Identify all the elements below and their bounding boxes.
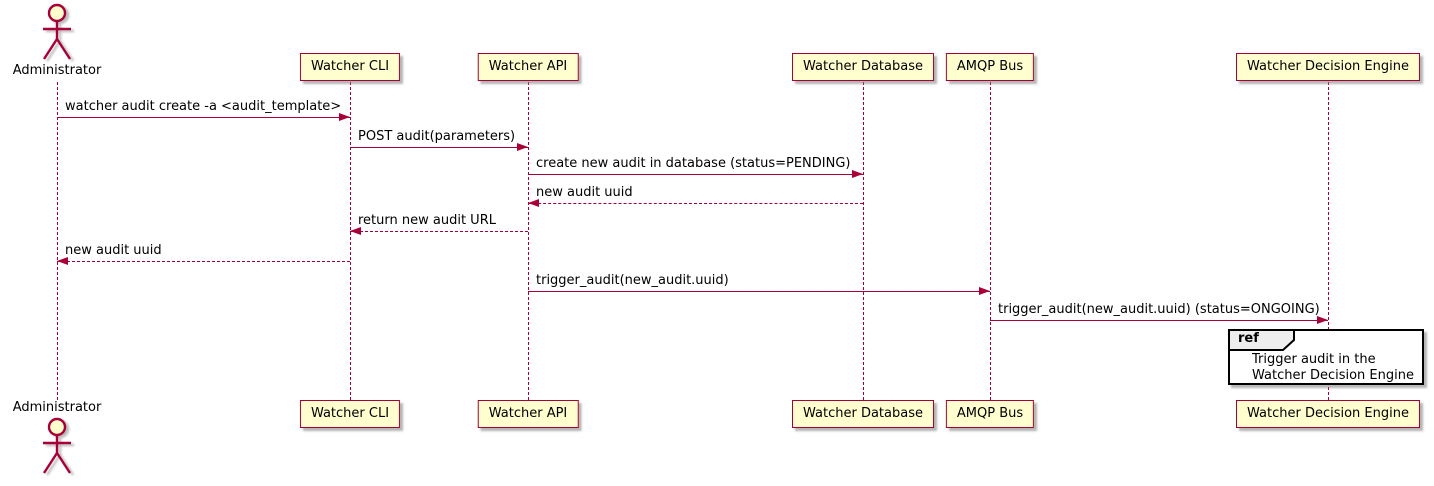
message-line-3 (528, 174, 863, 175)
arrowhead-8 (1317, 316, 1328, 324)
participant-watcher-api-top: Watcher API (477, 53, 579, 81)
participant-amqp-bus-top: AMQP Bus (945, 53, 1035, 81)
participant-watcher-database-bottom: Watcher Database (792, 400, 934, 428)
actor-icon (42, 417, 72, 474)
lifeline-watcher-cli (350, 82, 351, 400)
arrowhead-2 (517, 143, 528, 151)
lifeline-amqp-bus (990, 82, 991, 400)
arrowhead-6 (57, 257, 68, 265)
participant-watcher-database-top: Watcher Database (792, 53, 934, 81)
message-line-2 (350, 147, 528, 148)
actor-icon (42, 3, 72, 60)
participant-amqp-bus-bottom: AMQP Bus (945, 400, 1035, 428)
arrowhead-3 (852, 170, 863, 178)
ref-tab-shape (1228, 329, 1295, 351)
arrowhead-7 (979, 287, 990, 295)
lifeline-administrator (57, 82, 58, 400)
ref-text-line-1: Trigger audit in the (1252, 352, 1376, 367)
message-line-4 (528, 203, 863, 204)
arrowhead-5 (350, 227, 361, 235)
participant-watcher-cli-bottom: Watcher CLI (299, 400, 401, 428)
arrowhead-4 (528, 199, 539, 207)
message-line-7 (528, 291, 990, 292)
message-label-8: trigger_audit(new_audit.uuid) (status=ON… (998, 302, 1320, 317)
message-line-8 (990, 320, 1328, 321)
message-line-5 (350, 231, 528, 232)
ref-keyword: ref (1238, 331, 1259, 346)
lifeline-watcher-decision-engine (1328, 82, 1329, 400)
actor-figure-administrator-bottom (39, 417, 75, 481)
message-line-1 (57, 117, 350, 118)
ref-keyword-tab: ref (1228, 329, 1300, 356)
participant-administrator-top: Administrator (12, 63, 102, 78)
message-label-1: watcher audit create -a <audit_template> (65, 99, 342, 114)
actor-figure-administrator-top (39, 3, 75, 67)
arrowhead-1 (339, 113, 350, 121)
ref-text-line-2: Watcher Decision Engine (1252, 367, 1414, 383)
lifeline-watcher-api (528, 82, 529, 400)
message-label-3: create new audit in database (status=PEN… (536, 156, 851, 171)
message-label-2: POST audit(parameters) (358, 129, 516, 144)
message-label-5: return new audit URL (358, 213, 496, 228)
participant-watcher-api-bottom: Watcher API (477, 400, 579, 428)
message-line-6 (57, 261, 350, 262)
lifeline-watcher-database (863, 82, 864, 400)
message-label-4: new audit uuid (536, 185, 633, 200)
participant-watcher-decision-engine-top: Watcher Decision Engine (1236, 53, 1420, 81)
participant-watcher-cli-top: Watcher CLI (299, 53, 401, 81)
participant-administrator-bottom: Administrator (12, 400, 102, 415)
message-label-7: trigger_audit(new_audit.uuid) (536, 273, 729, 288)
participant-watcher-decision-engine-bottom: Watcher Decision Engine (1236, 400, 1420, 428)
message-label-6: new audit uuid (65, 243, 162, 258)
